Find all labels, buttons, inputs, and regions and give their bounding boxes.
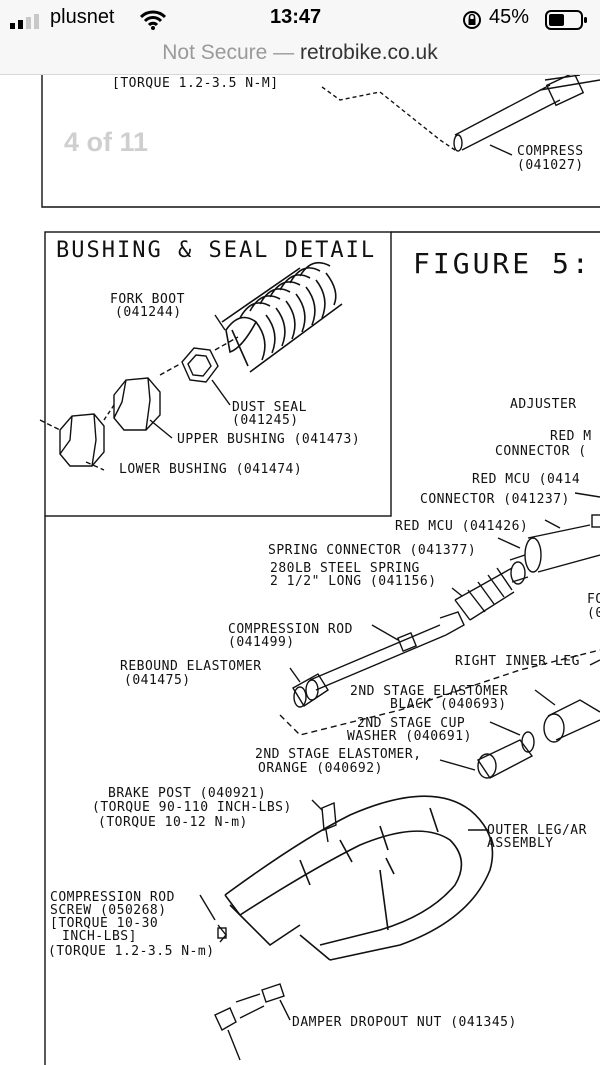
figure-title: FIGURE 5:	[413, 247, 592, 280]
top-compress-part: (041027)	[517, 158, 584, 173]
lower-bushing-label: LOWER BUSHING (041474)	[119, 462, 303, 477]
crs-label-1: COMPRESSION ROD	[50, 890, 175, 905]
url-separator: —	[273, 41, 295, 64]
red-mcu-label-1: RED MCU (0414	[472, 472, 581, 487]
fo-part: (0	[587, 606, 600, 621]
status-bar: plusnet 13:47 45%	[0, 0, 600, 38]
red-m-label: RED M	[550, 429, 592, 444]
top-torque-label: [TORQUE 1.2-3.5 N-M]	[112, 76, 279, 91]
outer-leg-label: OUTER LEG/AR	[487, 823, 587, 838]
stage2-cup-label-2: WASHER (040691)	[347, 729, 472, 744]
fork-boot-part: (041244)	[115, 305, 182, 320]
stage2-black-label-2: BLACK (040693)	[390, 697, 507, 712]
security-label: Not Secure	[162, 41, 268, 64]
carrier-name: plusnet	[50, 6, 115, 28]
detail-title: BUSHING & SEAL DETAIL	[56, 238, 377, 263]
upper-bushing-label: UPPER BUSHING (041473)	[177, 432, 361, 447]
crs-label-2: SCREW (050268)	[50, 903, 167, 918]
battery-icon	[545, 10, 587, 30]
pdf-page[interactable]: 4 of 11 [TORQUE 1.2-3.5 N-M] COMPRESS (0…	[0, 75, 600, 1065]
stage2-orange-label-1: 2ND STAGE ELASTOMER,	[255, 747, 422, 762]
red-mcu-label-2: RED MCU (041426)	[395, 519, 529, 534]
top-compress-label: COMPRESS	[517, 144, 584, 159]
fork-boot-label: FORK BOOT	[110, 292, 185, 307]
crs-label-5: (TORQUE 1.2-3.5 N-m)	[48, 944, 215, 959]
spring-label-2: 2 1/2" LONG (041156)	[270, 574, 437, 589]
rebound-elastomer-part: (041475)	[124, 673, 191, 688]
adjuster-label: ADJUSTER	[510, 397, 577, 412]
stage2-cup-label-1: 2ND STAGE CUP	[357, 716, 466, 731]
spring-label-1: 280LB STEEL SPRING	[270, 561, 420, 576]
stage2-orange-label-2: ORANGE (040692)	[258, 761, 383, 776]
orientation-lock-icon	[463, 11, 481, 29]
page-indicator: 4 of 11	[64, 127, 149, 157]
url-host: retrobike.co.uk	[300, 41, 438, 64]
compression-rod-part: (041499)	[228, 635, 295, 650]
wifi-icon	[140, 10, 166, 30]
schematic-drawing	[39, 75, 600, 1065]
connector-label-1: CONNECTOR (	[495, 444, 587, 459]
dust-seal-label: DUST SEAL	[232, 400, 307, 415]
right-inner-leg-label: RIGHT INNER LEG	[455, 654, 580, 669]
brake-post-label: BRAKE POST (040921)	[108, 786, 267, 801]
cellular-signal-icon	[10, 14, 39, 29]
brake-torque-label-1: (TORQUE 90-110 INCH-LBS)	[92, 800, 292, 815]
dust-seal-part: (041245)	[232, 413, 299, 428]
connector-label-2: CONNECTOR (041237)	[420, 492, 570, 507]
assembly-label: ASSEMBLY	[487, 836, 554, 851]
clock: 13:47	[270, 6, 322, 28]
crs-label-3: [TORQUE 10-30	[50, 916, 159, 931]
rebound-elastomer-label: REBOUND ELASTOMER	[120, 659, 262, 674]
damper-nut-label: DAMPER DROPOUT NUT (041345)	[292, 1015, 517, 1030]
address-bar[interactable]: Not Secure — retrobike.co.uk	[0, 38, 600, 75]
spring-connector-label: SPRING CONNECTOR (041377)	[268, 543, 477, 558]
battery-percent: 45%	[489, 6, 530, 28]
compression-rod-label: COMPRESSION ROD	[228, 622, 353, 637]
crs-label-4: INCH-LBS]	[62, 929, 137, 944]
brake-torque-label-2: (TORQUE 10-12 N-m)	[98, 815, 248, 830]
fo-label: FO	[587, 592, 600, 607]
stage2-black-label-1: 2ND STAGE ELASTOMER	[350, 684, 509, 699]
